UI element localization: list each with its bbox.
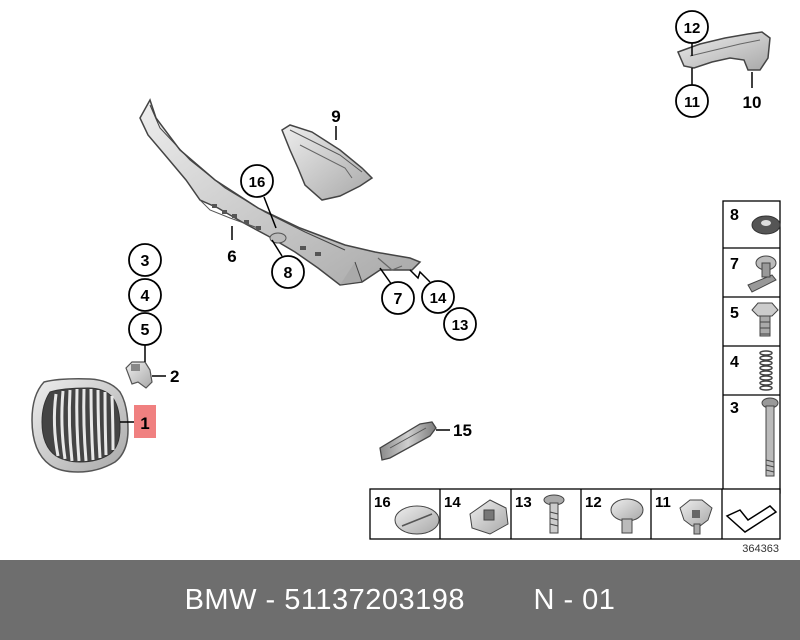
callout-15-label: 15 bbox=[453, 421, 472, 440]
bottom-legend: 16 14 13 12 11 bbox=[369, 488, 781, 540]
trim-piece-part bbox=[281, 124, 374, 201]
screw-icon bbox=[543, 494, 565, 534]
callout-12-label: 12 bbox=[684, 20, 701, 37]
direction-arrow-icon bbox=[725, 505, 778, 533]
callout-7: 7 bbox=[381, 281, 415, 315]
speed-nut-icon bbox=[469, 499, 509, 535]
bracket-part bbox=[125, 361, 153, 389]
callout-16: 16 bbox=[240, 164, 274, 198]
clip-nut-icon bbox=[747, 255, 777, 293]
callout-11-label: 11 bbox=[684, 94, 700, 111]
side-legend-label-7: 7 bbox=[730, 256, 739, 273]
cowl-panel-part bbox=[139, 98, 422, 286]
callout-6-label: 6 bbox=[227, 247, 236, 266]
callout-5-label: 5 bbox=[141, 322, 150, 339]
bottom-legend-label-16: 16 bbox=[374, 494, 391, 511]
footer-part-number: 51137203198 bbox=[284, 583, 465, 616]
bottom-legend-label-12: 12 bbox=[585, 494, 602, 511]
callout-3: 3 bbox=[128, 243, 162, 277]
callout-10-label: 10 bbox=[743, 93, 762, 112]
footer-brand: BMW bbox=[184, 583, 257, 616]
callout-4: 4 bbox=[128, 278, 162, 312]
rivet-icon bbox=[610, 498, 644, 534]
expanding-rivet-icon bbox=[751, 302, 779, 337]
footer-note: N - 01 bbox=[533, 583, 616, 616]
callout-2-label: 2 bbox=[170, 367, 179, 386]
bolt-icon bbox=[761, 397, 779, 477]
bottom-legend-label-13: 13 bbox=[515, 494, 532, 511]
callout-1-highlight bbox=[134, 405, 156, 438]
callout-1-label: 1 bbox=[140, 414, 149, 433]
diagram-canvas: 1 2 3 4 5 6 bbox=[31, 10, 781, 555]
gasket-part bbox=[676, 31, 771, 71]
callout-5: 5 bbox=[128, 312, 162, 346]
seal-strip-part bbox=[379, 421, 437, 461]
bottom-legend-label-11: 11 bbox=[655, 494, 671, 511]
plug-cap-icon bbox=[394, 505, 440, 535]
callout-11: 11 bbox=[675, 84, 709, 118]
footer-separator: - bbox=[256, 583, 285, 616]
diagram-id: 364363 bbox=[742, 543, 779, 555]
callout-8: 8 bbox=[271, 255, 305, 289]
side-legend-label-4: 4 bbox=[730, 354, 739, 371]
kidney-grille-part bbox=[31, 378, 129, 473]
side-legend-label-5: 5 bbox=[730, 305, 739, 322]
callout-14: 14 bbox=[421, 280, 455, 314]
clip-icon bbox=[679, 499, 713, 535]
bottom-legend-label-14: 14 bbox=[444, 494, 461, 511]
callout-14-label: 14 bbox=[430, 290, 447, 307]
callout-16-label: 16 bbox=[249, 174, 266, 191]
washer-icon bbox=[751, 215, 781, 235]
callout-12: 12 bbox=[675, 10, 709, 44]
side-legend: 8 7 5 4 3 bbox=[722, 200, 781, 494]
side-legend-label-8: 8 bbox=[730, 207, 739, 224]
spring-icon bbox=[759, 350, 773, 391]
part-footer: BMW - 51137203198 N - 01 bbox=[0, 560, 800, 640]
callout-9-label: 9 bbox=[331, 107, 340, 126]
callout-7-label: 7 bbox=[394, 291, 403, 308]
callout-3-label: 3 bbox=[141, 253, 150, 270]
callout-13: 13 bbox=[443, 307, 477, 341]
side-legend-label-3: 3 bbox=[730, 400, 739, 417]
callout-4-label: 4 bbox=[141, 288, 150, 305]
callout-8-label: 8 bbox=[284, 265, 293, 282]
callout-13-label: 13 bbox=[452, 317, 469, 334]
footer-gap bbox=[465, 584, 533, 617]
